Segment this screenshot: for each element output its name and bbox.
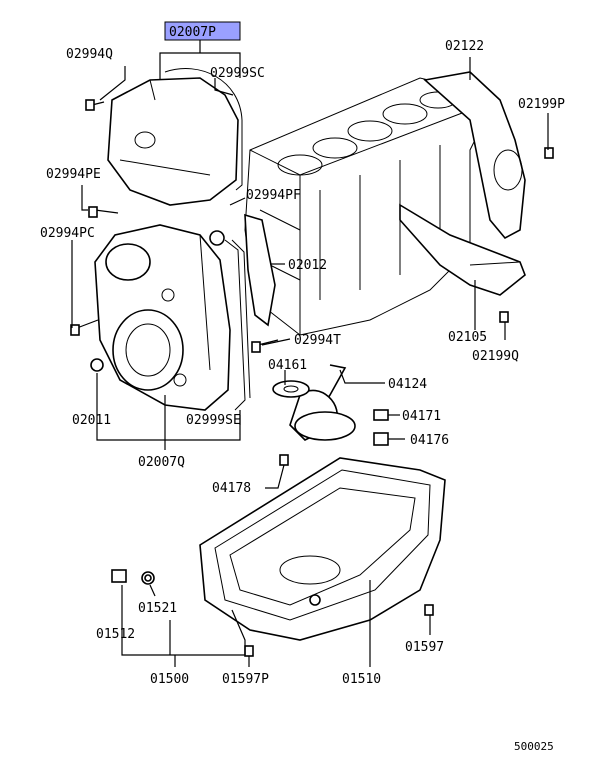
callout-04124[interactable]: 04124 — [388, 377, 427, 392]
drain-plug — [111, 569, 155, 585]
callout-02007P[interactable]: 02007P — [169, 25, 216, 40]
callout-04161[interactable]: 04161 — [268, 358, 307, 373]
callout-02007Q[interactable]: 02007Q — [138, 455, 185, 470]
leader-lines — [71, 40, 549, 667]
callout-02199P[interactable]: 02199P — [518, 97, 565, 112]
callout-02994PC[interactable]: 02994PC — [40, 226, 95, 241]
lower-timing-cover — [94, 224, 231, 411]
callout-01597P[interactable]: 01597P — [222, 672, 269, 687]
callout-01500[interactable]: 01500 — [150, 672, 189, 687]
callout-02122[interactable]: 02122 — [445, 39, 484, 54]
callout-02994Q[interactable]: 02994Q — [66, 47, 113, 62]
callout-01521[interactable]: 01521 — [138, 601, 177, 616]
callout-02012[interactable]: 02012 — [288, 258, 327, 273]
callout-labels: 02007P 02994Q 02999SC 02122 02199P 02994… — [40, 25, 565, 687]
callout-02011[interactable]: 02011 — [72, 413, 111, 428]
callout-04171[interactable]: 04171 — [402, 409, 441, 424]
engine-block — [244, 71, 526, 336]
callout-01597[interactable]: 01597 — [405, 640, 444, 655]
timing-cover-gasket-upper — [164, 68, 243, 191]
callout-02105[interactable]: 02105 — [448, 330, 487, 345]
callout-02994T[interactable]: 02994T — [294, 333, 341, 348]
callout-01512[interactable]: 01512 — [96, 627, 135, 642]
footer-code: 500025 — [514, 740, 554, 753]
callout-02994PE[interactable]: 02994PE — [46, 167, 101, 182]
bolts — [70, 99, 554, 657]
callout-02999SE[interactable]: 02999SE — [186, 413, 241, 428]
timing-cover-gasket-lower — [224, 239, 251, 411]
callout-02999SC[interactable]: 02999SC — [210, 66, 265, 81]
callout-02994PF[interactable]: 02994PF — [246, 188, 301, 203]
callout-04178[interactable]: 04178 — [212, 481, 251, 496]
callout-04176[interactable]: 04176 — [410, 433, 449, 448]
oil-strainer — [272, 364, 389, 446]
upper-timing-cover — [107, 77, 239, 206]
callout-02199Q[interactable]: 02199Q — [472, 349, 519, 364]
oil-pan — [199, 457, 446, 641]
callout-01510[interactable]: 01510 — [342, 672, 381, 687]
timing-belt-tensioner — [244, 213, 276, 327]
highlight-box — [164, 21, 241, 41]
